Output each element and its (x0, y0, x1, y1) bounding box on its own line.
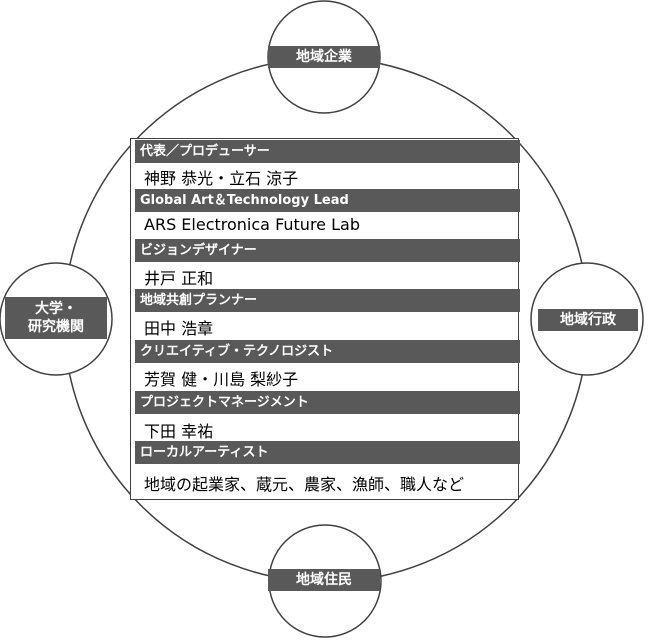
member-name: 神野 恭光・立石 涼子 (144, 169, 299, 188)
node-label-left: 大学・ 研究機関 (5, 297, 107, 339)
node-label-top: 地域企業 (268, 46, 380, 68)
member-name: ARS Electronica Future Lab (144, 215, 360, 234)
team-box: 代表／プロデューサー 神野 恭光・立石 涼子 Global Art＆Techno… (130, 138, 520, 500)
role-bar: ビジョンデザイナー (135, 239, 520, 262)
role-bar: ローカルアーティスト (135, 441, 520, 464)
role-bar: Global Art＆Technology Lead (135, 189, 520, 212)
member-name: 田中 浩章 (144, 319, 214, 338)
role-bar: 地域共創プランナー (135, 289, 520, 312)
member-name: 地域の起業家、蔵元、農家、漁師、職人など (144, 475, 465, 494)
member-name: 芳賀 健・川島 梨紗子 (144, 370, 299, 389)
member-name: 井戸 正和 (144, 269, 214, 288)
role-bar: プロジェクトマネージメント (135, 391, 520, 414)
role-bar: 代表／プロデューサー (135, 140, 520, 163)
node-label-left-line1: 大学・ (35, 301, 77, 317)
member-name: 下田 幸祐 (144, 422, 214, 441)
node-label-right: 地域行政 (538, 309, 638, 331)
node-label-bottom: 地域住民 (268, 569, 380, 591)
node-label-left-line2: 研究機関 (28, 319, 84, 335)
role-bar: クリエイティブ・テクノロジスト (135, 340, 520, 363)
